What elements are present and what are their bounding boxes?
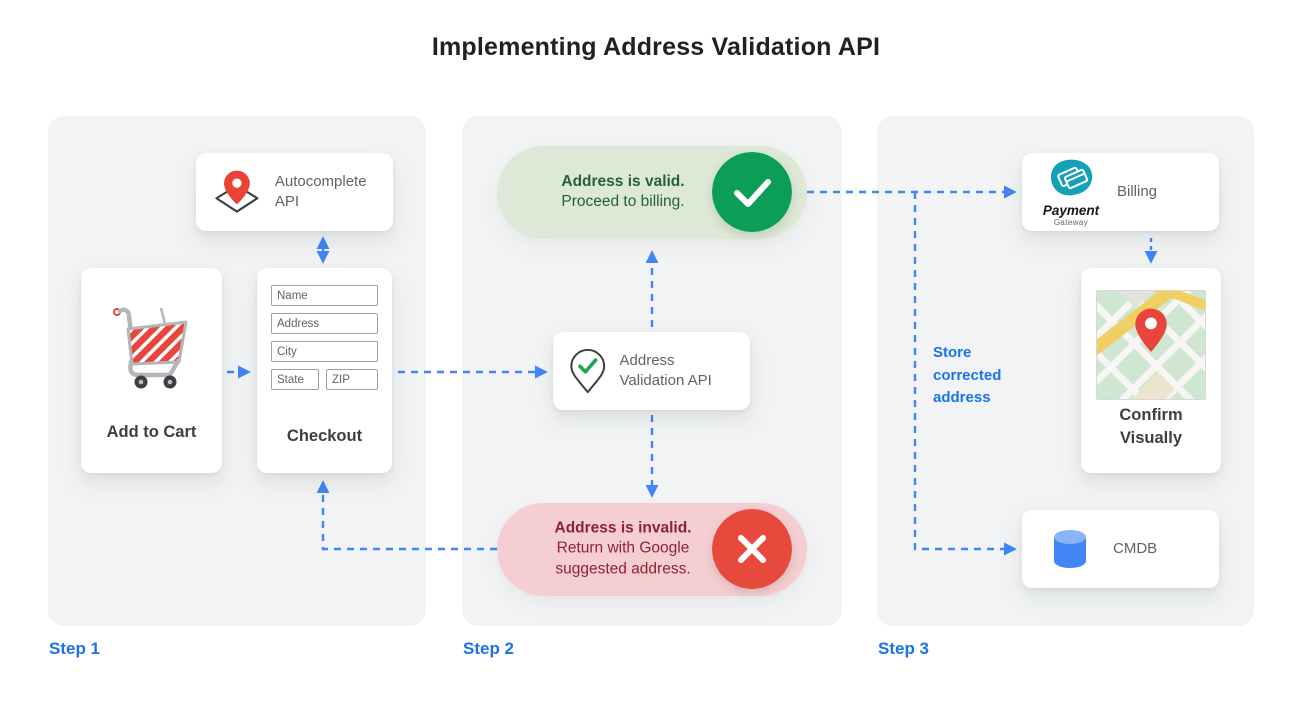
check-circle-icon: [712, 152, 792, 232]
checkout-label: Checkout: [286, 426, 363, 445]
step1-label: Step 1: [49, 639, 101, 658]
address-validation-api-card: Address Validation API: [553, 332, 750, 410]
address-field: Address: [271, 313, 378, 334]
database-icon: [1054, 530, 1086, 568]
address-invalid-subtitle: Return with Google suggested address.: [555, 540, 691, 578]
step3-label: Step 3: [878, 639, 930, 658]
address-invalid-text: Address is invalid. Return with Google s…: [529, 518, 717, 581]
x-circle-icon: [712, 509, 792, 589]
payment-brand-text: Payment: [1042, 203, 1100, 219]
zip-field: ZIP: [326, 369, 378, 390]
shopping-cart-icon: [112, 307, 187, 389]
address-validation-api-label: Address Validation API: [619, 352, 712, 389]
checkout-form: Name Address City State ZIP: [271, 285, 378, 390]
payment-sub-text: Gateway: [1053, 217, 1089, 227]
payment-gateway-blob: [1050, 159, 1093, 196]
address-valid-banner: Address is valid. Proceed to billing.: [497, 146, 807, 239]
cmdb-label: CMDB: [1113, 540, 1158, 558]
payment-gateway-icon: Payment Gateway: [1038, 157, 1104, 227]
map-pin-icon: [215, 170, 259, 213]
add-to-cart-card: Add to Cart: [81, 268, 222, 473]
state-field: State: [271, 369, 319, 390]
city-field: City: [271, 341, 378, 362]
address-valid-title: Address is valid.: [561, 172, 685, 190]
pin-check-icon: [570, 348, 606, 394]
billing-card: Payment Gateway Billing: [1022, 153, 1219, 231]
page-title: Implementing Address Validation API: [431, 33, 881, 61]
name-field: Name: [271, 285, 378, 306]
address-valid-subtitle: Proceed to billing.: [561, 193, 685, 211]
confirm-visually-card: Confirm Visually: [1081, 268, 1221, 473]
map-thumbnail: [1096, 290, 1206, 400]
address-valid-text: Address is valid. Proceed to billing.: [529, 172, 717, 214]
step2-label: Step 2: [463, 639, 515, 658]
billing-label: Billing: [1117, 183, 1158, 201]
confirm-visually-label: Confirm Visually: [1119, 406, 1183, 447]
autocomplete-api-card: Autocomplete API: [196, 153, 393, 231]
cmdb-card: CMDB: [1022, 510, 1219, 588]
autocomplete-api-label: Autocomplete API: [274, 173, 367, 210]
add-to-cart-label: Add to Cart: [106, 422, 197, 441]
checkout-card: Name Address City State ZIP Checkout: [257, 268, 392, 473]
address-invalid-banner: Address is invalid. Return with Google s…: [497, 503, 807, 596]
address-invalid-title: Address is invalid.: [554, 519, 692, 537]
store-corrected-address-note: Store corrected address: [933, 344, 1002, 406]
